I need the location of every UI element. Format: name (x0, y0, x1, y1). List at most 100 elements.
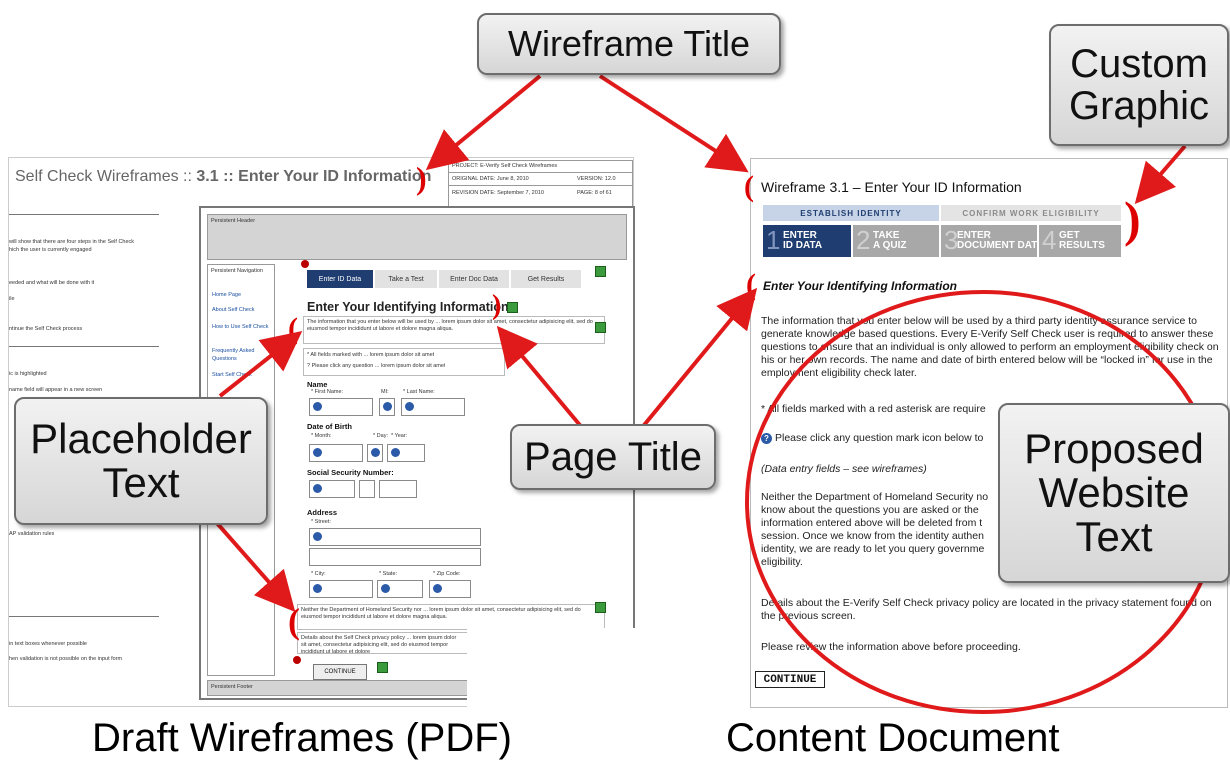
wf-intro-text: The information that you enter below wil… (307, 319, 593, 332)
wf-name-label: Name (307, 380, 328, 389)
wf-ssn-field-1[interactable] (309, 480, 355, 498)
persistent-nav-label: Persistent Navigation (211, 268, 263, 274)
arrow-placeholder-to-disclaimer (214, 520, 296, 613)
wf-day-field[interactable] (367, 444, 383, 462)
arrow-graphic-to-tabs (1134, 144, 1187, 205)
caption-content-document: Content Document (726, 716, 1060, 760)
cd-step-num: 3 (944, 225, 959, 255)
wf-month-label: * Month: (311, 433, 332, 439)
wf-zip-field[interactable] (429, 580, 471, 598)
cd-step-3: 3 ENTER DOCUMENT DATA (941, 225, 1044, 257)
callout-wireframe-title-label: Wireframe Title (507, 23, 751, 65)
wf-step: Take a Test (375, 270, 437, 288)
wf-title-bracket: ) (416, 160, 427, 196)
wf-intro-bracket: ( (288, 312, 298, 345)
wireframe-cutout (467, 628, 635, 708)
cd-step-2: 2 TAKE A QUIZ (853, 225, 939, 257)
arrow-title-to-content (598, 74, 749, 173)
help-icon: ? (761, 433, 772, 444)
persistent-header: Persistent Header (207, 214, 627, 260)
callout-page-title-label: Page Title (524, 435, 702, 479)
cd-help: Please click any question mark icon belo… (775, 432, 984, 444)
info-icon (313, 448, 322, 457)
side-note: hen validation is not possible on the in… (9, 656, 123, 662)
wf-mi-field[interactable] (379, 398, 395, 416)
note-divider (9, 346, 159, 347)
wf-month-select[interactable] (309, 444, 363, 462)
nav-item[interactable]: Start Self Check (212, 372, 252, 378)
cd-para-4: Please review the information above befo… (761, 641, 1021, 653)
note-divider (9, 214, 159, 215)
cd-step-label: ENTER DOCUMENT DATA (957, 230, 1044, 251)
info-icon (313, 402, 322, 411)
wf-step-label: Take a Test (388, 275, 424, 283)
arrow-pagetitle-to-wireframe (496, 325, 586, 432)
plus-icon (595, 322, 606, 333)
info-icon (313, 584, 322, 593)
wf-street-field-2[interactable] (309, 548, 481, 566)
wf-street-field-1[interactable] (309, 528, 481, 546)
side-note: AP validation rules (9, 531, 55, 537)
wf-ssn-label: Social Security Number: (307, 468, 394, 477)
info-icon (405, 402, 414, 411)
wf-step-label: Enter Doc Data (450, 275, 498, 283)
wf-city-field[interactable] (309, 580, 373, 598)
content-doc-panel: Wireframe 3.1 – Enter Your ID Informatio… (750, 158, 1228, 708)
side-note: in text boxes whenever possible (9, 641, 87, 647)
cd-step-4: 4 GET RESULTS (1039, 225, 1121, 257)
side-note: will show that there are four steps in t… (9, 239, 135, 245)
side-note: ile (9, 296, 15, 302)
wireframe-title: Self Check Wireframes :: 3.1 :: Enter Yo… (15, 168, 431, 186)
nav-item[interactable]: Home Page (212, 292, 242, 298)
cd-para-2: Neither the Department of Homeland Secur… (761, 491, 989, 568)
cd-tab-establish: ESTABLISH IDENTITY (763, 205, 939, 221)
wf-dob-label: Date of Birth (307, 422, 352, 431)
wf-ssn-field-2[interactable] (359, 480, 375, 498)
wf-continue-button[interactable]: CONTINUE (313, 664, 367, 680)
wf-year-field[interactable] (387, 444, 425, 462)
wf-street-label: * Street: (311, 519, 331, 525)
wf-disclaimer-text: Neither the Department of Homeland Secur… (301, 607, 581, 620)
wf-mi-label: MI: (381, 389, 389, 395)
wf-ssn-field-3[interactable] (379, 480, 417, 498)
info-icon (433, 584, 442, 593)
wf-last-name-field[interactable] (401, 398, 465, 416)
wf-day-label: * Day: (373, 433, 388, 439)
wf-step: Enter Doc Data (439, 270, 509, 288)
annotation-marker (301, 260, 309, 268)
plus-icon (595, 266, 606, 277)
wf-state-select[interactable] (377, 580, 423, 598)
info-icon (313, 484, 322, 493)
persistent-header-label: Persistent Header (211, 218, 256, 224)
side-note: name field will appear in a new screen (9, 387, 103, 393)
info-icon (381, 584, 390, 593)
cd-step-label: ENTER ID DATA (783, 230, 823, 251)
wf-help-note: ? Please click any question ... lorem ip… (307, 363, 446, 369)
wf-step-label: Enter ID Data (318, 275, 362, 283)
arrow-title-to-wireframe (425, 74, 542, 171)
callout-placeholder-text-label: Placeholder Text (30, 414, 252, 506)
wf-privacy-text: Details about the Self Check privacy pol… (301, 635, 457, 655)
cd-step-num: 2 (856, 225, 871, 255)
nav-item[interactable]: How to Use Self Check (212, 324, 269, 330)
nav-item[interactable]: About Self Check (212, 307, 255, 313)
wf-first-name-field[interactable] (309, 398, 373, 416)
wf-step-label: Get Results (527, 275, 565, 283)
plus-icon (377, 662, 388, 673)
callout-placeholder-text: Placeholder Text (14, 397, 268, 525)
plus-icon (595, 602, 606, 613)
arrow-pagetitle-to-content (638, 287, 758, 432)
wf-page-title: Enter Your Identifying Information (307, 300, 509, 314)
note-divider (9, 616, 159, 617)
cd-continue-button[interactable]: CONTINUE (755, 671, 825, 688)
plus-icon (507, 302, 518, 313)
cd-heading-bracket: ( (746, 268, 756, 301)
nav-item[interactable]: Frequently Asked Questions (212, 348, 255, 362)
cd-tab-confirm-label: CONFIRM WORK ELIGIBILITY (962, 208, 1100, 218)
callout-wireframe-title: Wireframe Title (477, 13, 781, 75)
wf-page-title-bracket: ) (492, 290, 502, 321)
info-icon (391, 448, 400, 457)
callout-proposed-website-text: Proposed Website Text (998, 403, 1230, 583)
wf-year-label: * Year: (391, 433, 408, 439)
